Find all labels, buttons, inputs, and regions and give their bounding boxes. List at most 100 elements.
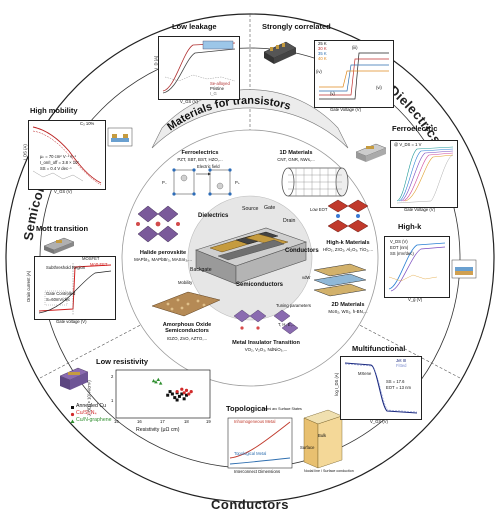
high-k-xlabel: V_g (V) <box>408 297 423 302</box>
panel-high-k-title: High-k <box>398 222 422 231</box>
correlated-xlabel: Gate Voltage (V) <box>330 107 361 112</box>
scatter-point-cu-n-graphene-2 <box>156 377 161 381</box>
correlated-marker-iv: (iv) <box>316 69 322 74</box>
material-high-k-sub: HfO₂, ZrO₂, Al₂O₃, TiO₂,... <box>322 247 374 252</box>
low-resistivity-ytick-2: 2 <box>111 374 114 379</box>
topological-label-5: Nodal line / Surface conduction <box>304 469 354 473</box>
low-resistivity-xtick-17: 17 <box>160 419 165 424</box>
material-ferroelectrics-sub: PZT, SBT, BST, HZO,... <box>177 157 223 162</box>
material-2d-title: 2D Materials <box>331 302 365 308</box>
high-mobility-note-0: μₙ = 70 cm² V⁻¹ s⁻¹ <box>40 154 77 159</box>
multifunctional-note-1: SS = 17.6 <box>386 379 405 384</box>
material-mit-title: Metal Insulator Transition <box>232 340 300 346</box>
high-mobility-note-2: SS = 0.4 V dec⁻¹ <box>40 166 72 171</box>
high-k-curves <box>388 242 446 292</box>
material-2d-sub: MoS₂, WS₂, h-BN,... <box>328 309 368 314</box>
scatter-point-annealed-cu-0 <box>166 393 170 397</box>
scatter-point-annealed-cu-7 <box>185 393 188 397</box>
low-resistivity-legend-1: Cu/Si₃N₄ <box>76 410 97 416</box>
annotation-low-eot: Low EOT <box>310 207 328 212</box>
high-mobility-device-inset <box>107 127 133 147</box>
panel-high-mobility-title: High mobility <box>30 106 78 115</box>
correlated-marker-iii: (iii) <box>352 45 358 50</box>
high-mobility-plot <box>28 120 106 190</box>
correlated-legend-1: 30 K <box>318 46 327 51</box>
mott-plot <box>34 256 116 320</box>
ferroelectric-crystal-illustration <box>172 168 232 196</box>
material-high-k-title: High-k Materials <box>326 240 370 246</box>
low-resistivity-legend-0: Annealed Cu <box>76 403 106 409</box>
low-leakage-legend-0: Se-alloyed <box>210 81 230 86</box>
annotation-mobility: Mobility <box>178 280 193 285</box>
ferroelectric-xlabel: Gate Voltage (V) <box>404 207 435 212</box>
scatter-point-annealed-cu-9 <box>175 398 179 402</box>
scatter-point-cu-si-n--1 <box>180 387 184 391</box>
high-k-note-2: SS (mV/dec) <box>390 251 414 256</box>
multifunctional-curves <box>344 362 418 414</box>
scatter-point-cu-si-n--3 <box>184 388 189 392</box>
device-label-conductors: Conductors <box>285 248 319 254</box>
scatter-point-annealed-cu-8 <box>168 390 172 394</box>
multifunctional-legend-1: Fitted <box>396 363 407 368</box>
low-leakage-ylabel: I_D (A) <box>153 55 159 69</box>
correlated-legend-2: 35 K <box>318 51 327 56</box>
annotation-tuning: Tuning parameters <box>276 303 311 308</box>
multifunctional-xlabel: V_GS (V) <box>370 419 388 424</box>
material-perovskite-sub: MAPbI₃, MAPbBr₃, MASnI₃,... <box>134 257 192 262</box>
scatter-point-annealed-cu-1 <box>170 392 174 396</box>
correlated-marker-vi: (vi) <box>376 85 382 90</box>
correlated-device-illustration <box>263 41 297 64</box>
topological-label-2: Interconnect Dimensions <box>234 469 281 474</box>
transistor-device <box>195 227 307 285</box>
panel-strongly-correlated-title: Strongly correlated <box>262 22 331 31</box>
correlated-legend-3: 40 K <box>318 56 327 61</box>
low-resistivity-xtick-15: 15 <box>114 419 119 424</box>
annotation-p-minus: P₋ <box>162 180 168 185</box>
material-perovskite-title: Halide perovskite <box>139 250 187 256</box>
scatter-point-cu-n-graphene-0 <box>151 379 156 383</box>
scatter-point-cu-si-n--5 <box>189 390 193 394</box>
high-mobility-note-1: I_on/I_off = 3.8 × 10⁷ <box>40 160 79 165</box>
scatter-point-cu-si-n--0 <box>175 390 179 394</box>
high-k-device-inset <box>451 259 477 279</box>
mott-legend-1: Mott-FET <box>90 262 108 267</box>
panel-low-leakage-title: Low leakage <box>172 22 217 31</box>
low-resistivity-ytick-1: 1 <box>111 398 114 403</box>
device-label-backgate: Backgate <box>190 267 212 273</box>
scatter-point-annealed-cu-5 <box>180 392 184 396</box>
mott-ylabel: Drain current (A) <box>26 270 32 302</box>
mott-xlabel: Gate voltage (V) <box>56 319 87 324</box>
low-resistivity-xtick-16: 16 <box>137 419 142 424</box>
scatter-point-cu-si-n--4 <box>187 392 191 396</box>
panel-mott-title: Mott transition <box>36 224 89 233</box>
perovskite-illustration <box>136 205 180 243</box>
low-leakage-legend-2: I_G <box>210 91 217 96</box>
topological-bulk-illustration <box>303 409 343 469</box>
scatter-point-annealed-cu-4 <box>177 394 181 398</box>
ferroelectric-plot <box>390 140 458 208</box>
scatter-point-cu-n-graphene-1 <box>154 380 158 384</box>
topological-label-6: Fermi arc Surface States <box>262 407 302 411</box>
annotation-vdw: vdW <box>302 275 311 280</box>
material-ferroelectrics-title: Ferroelectrics <box>181 150 219 156</box>
low-resistivity-legend-2: Cu/N-graphene <box>76 417 112 423</box>
multifunctional-plot <box>340 356 422 420</box>
high-k-crystal-illustration <box>327 199 369 233</box>
material-amorphous-sub: IGZO, ZnO, AZTO,... <box>166 336 208 341</box>
high-mobility-label: C₃ 10% <box>80 121 95 126</box>
annotation-the: T, H, E,... <box>278 322 296 327</box>
mott-note-0: Subthreshold Region <box>46 265 86 270</box>
low-resistivity-xtick-19: 19 <box>206 419 211 424</box>
low-resistivity-xtick-18: 18 <box>184 419 189 424</box>
multifunctional-ylabel: log I_DS (A) <box>334 372 340 396</box>
strongly-correlated-plot <box>314 40 394 108</box>
material-1d-title: 1D Materials <box>279 150 313 156</box>
panel-ferroelectric-title: Ferroelectric <box>392 124 438 133</box>
high-mobility-xlabel: V_GS (V) <box>54 189 72 194</box>
high-k-note-1: EOT (nm) <box>390 245 409 250</box>
conductors-title: Conductors <box>211 497 289 512</box>
low-resistivity-legend-markers <box>70 406 75 423</box>
multifunctional-note-2: EOT = 13 nm <box>386 385 411 390</box>
device-label-dielectrics: Dielectrics <box>198 213 229 219</box>
